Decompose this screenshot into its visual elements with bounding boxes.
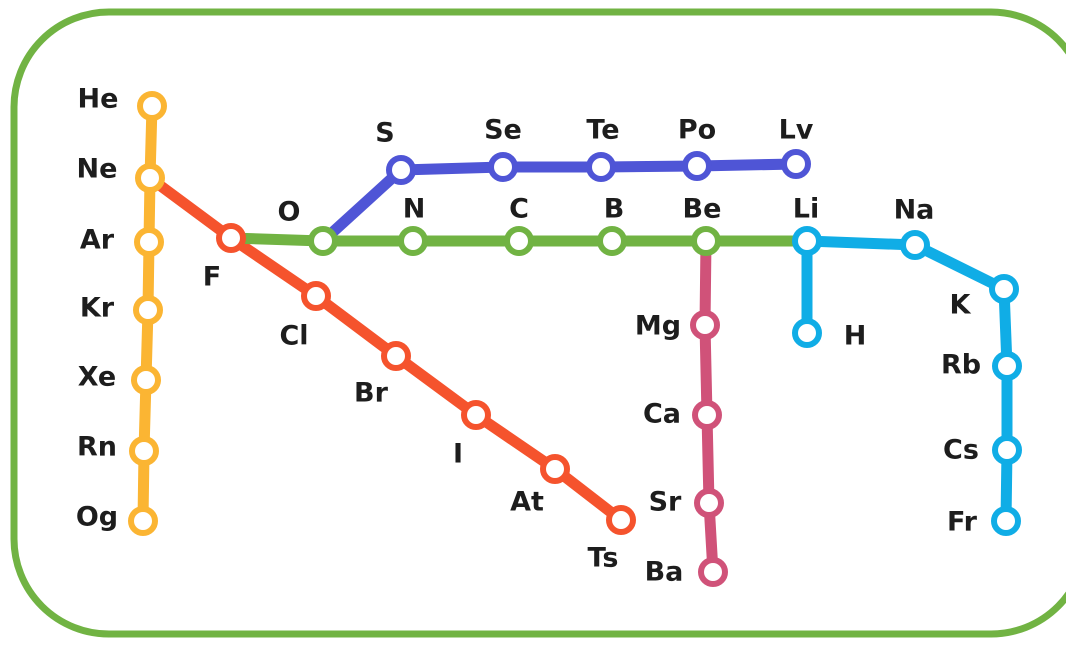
station-c [504, 226, 534, 256]
station-s [386, 155, 416, 185]
label-f: F [203, 262, 221, 293]
label-li: Li [793, 194, 819, 225]
line-chalcogens [317, 158, 802, 247]
lines-layer [137, 100, 1013, 578]
label-kr: Kr [80, 293, 115, 324]
label-lv: Lv [779, 115, 814, 146]
station-f [216, 223, 246, 253]
label-ba: Ba [645, 557, 684, 588]
label-sr: Sr [649, 487, 682, 518]
station-ca [692, 400, 722, 430]
label-cs: Cs [943, 435, 979, 466]
label-s: S [375, 118, 394, 149]
station-kr [133, 295, 163, 325]
label-xe: Xe [78, 362, 116, 393]
station-mg [690, 310, 720, 340]
station-po [682, 151, 712, 181]
label-ne: Ne [77, 154, 118, 185]
label-ca: Ca [643, 399, 681, 430]
station-se [488, 152, 518, 182]
station-b [597, 226, 627, 256]
label-fr: Fr [947, 507, 978, 538]
label-cl: Cl [279, 321, 308, 352]
station-ts [606, 505, 636, 535]
stations-layer [128, 91, 1022, 587]
label-c: C [509, 194, 529, 225]
station-rn [129, 436, 159, 466]
map-frame [10, 8, 1066, 638]
station-be [691, 226, 721, 256]
station-xe [131, 365, 161, 395]
station-li [792, 226, 822, 256]
label-po: Po [678, 115, 716, 146]
station-rb [992, 351, 1022, 381]
label-be: Be [683, 194, 722, 225]
station-n [398, 226, 428, 256]
label-br: Br [354, 378, 389, 409]
label-o: O [278, 197, 301, 228]
station-at [540, 454, 570, 484]
label-ar: Ar [80, 225, 115, 256]
station-cl [301, 281, 331, 311]
station-k [989, 274, 1019, 304]
label-rb: Rb [941, 350, 981, 381]
station-ne [135, 163, 165, 193]
label-og: Og [76, 502, 118, 533]
station-te [586, 152, 616, 182]
station-ar [134, 227, 164, 257]
label-he: He [78, 84, 119, 115]
station-lv [781, 149, 811, 179]
station-na [900, 230, 930, 260]
station-fr [991, 506, 1021, 536]
label-n: N [403, 194, 426, 225]
line-alkali [801, 235, 1013, 527]
station-cs [992, 435, 1022, 465]
label-ts: Ts [588, 543, 619, 574]
label-te: Te [586, 115, 619, 146]
station-he [137, 91, 167, 121]
label-b: B [604, 194, 625, 225]
label-mg: Mg [635, 311, 681, 342]
label-rn: Rn [77, 432, 117, 463]
label-h: H [844, 321, 867, 352]
station-h [792, 318, 822, 348]
station-ba [698, 557, 728, 587]
station-og [128, 506, 158, 536]
station-i [461, 400, 491, 430]
label-i: I [453, 439, 463, 470]
label-at: At [510, 487, 544, 518]
station-br [381, 341, 411, 371]
label-k: K [950, 290, 972, 321]
label-se: Se [484, 115, 522, 146]
label-na: Na [894, 195, 935, 226]
station-sr [694, 488, 724, 518]
station-o [308, 226, 338, 256]
